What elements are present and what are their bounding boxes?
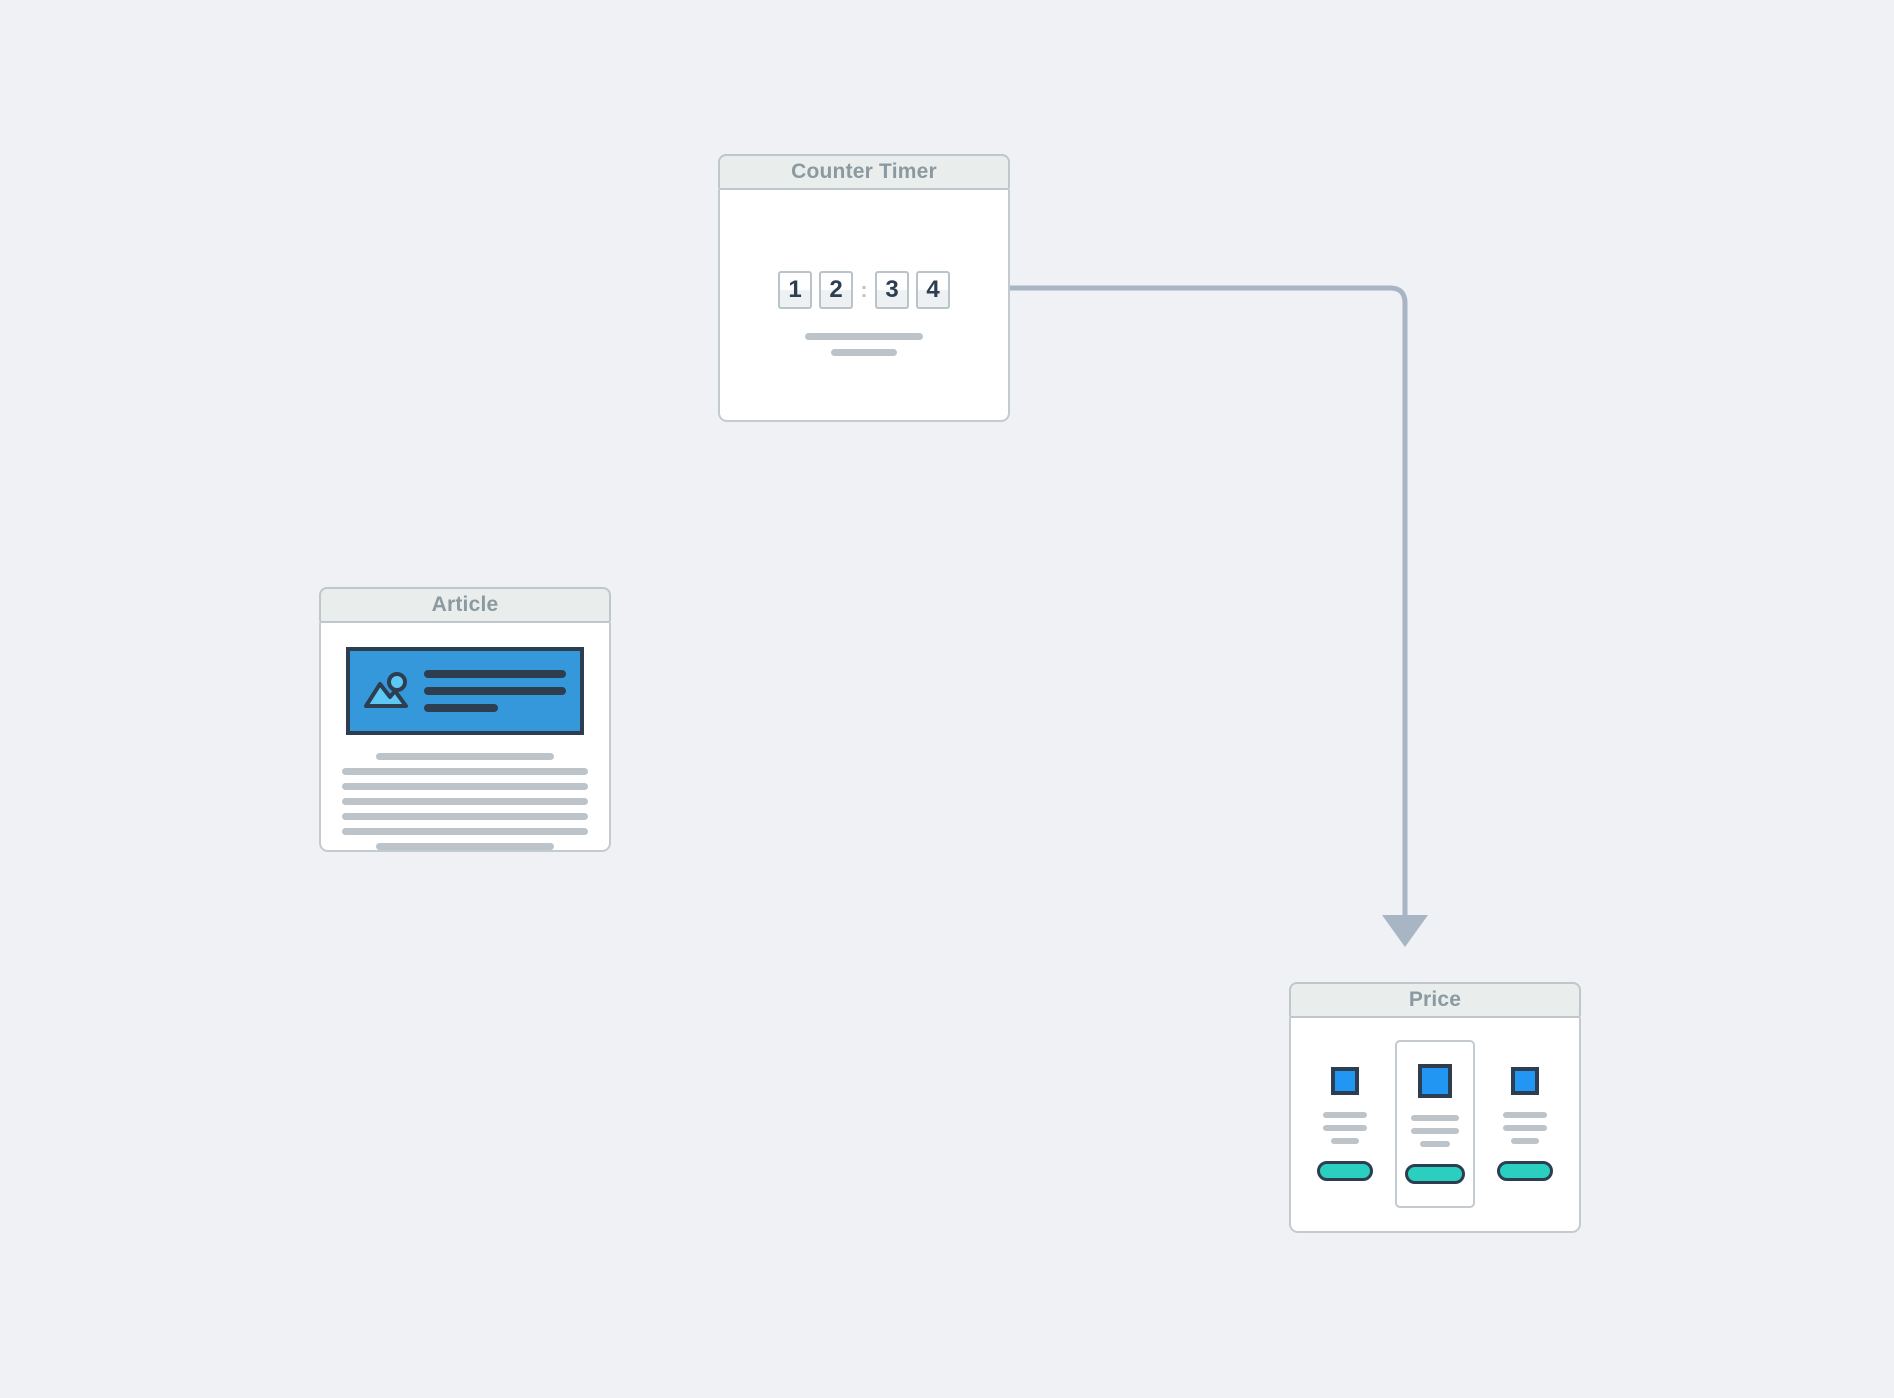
square-icon [1331,1067,1359,1095]
node-counter-timer-title: Counter Timer [791,160,937,183]
arrowhead-down-icon [1382,915,1428,947]
counter-digit-1: 1 [778,271,812,309]
counter-digit-3: 3 [875,271,909,309]
price-detail-lines [1309,1112,1381,1144]
price-line-2 [1411,1128,1459,1134]
price-cta-button[interactable] [1405,1164,1465,1184]
counter-digit-row: 1 2 : 3 4 [778,271,950,309]
price-column-basic[interactable] [1309,1057,1381,1191]
counter-separator: : [860,278,868,302]
counter-caption-line-1 [805,333,923,340]
price-line-3 [1510,1138,1540,1144]
node-article[interactable]: Article [319,587,611,852]
article-banner-lines [424,670,580,712]
article-banner-line-1 [424,670,566,678]
price-line-1 [1411,1115,1459,1121]
article-line-1 [376,753,554,760]
image-placeholder-icon [350,651,424,731]
article-line-3 [342,783,588,790]
price-cta-button[interactable] [1317,1161,1373,1181]
counter-digit-4: 4 [916,271,950,309]
price-line-1 [1322,1112,1368,1118]
article-text-placeholder [342,753,588,850]
price-detail-lines [1489,1112,1561,1144]
node-counter-timer[interactable]: Counter Timer 1 2 : 3 4 [718,154,1010,422]
article-banner [346,647,584,735]
price-line-2 [1322,1125,1368,1131]
price-line-3 [1419,1141,1451,1147]
price-line-1 [1502,1112,1548,1118]
node-counter-timer-header[interactable]: Counter Timer [718,154,1010,190]
price-column-featured[interactable] [1395,1040,1475,1208]
price-line-3 [1330,1138,1360,1144]
counter-caption-placeholder [805,333,923,356]
node-price[interactable]: Price [1289,982,1581,1233]
node-article-body [319,620,611,852]
price-cta-button[interactable] [1497,1161,1553,1181]
node-price-title: Price [1408,988,1462,1011]
square-icon [1418,1064,1452,1098]
counter-timer-preview: 1 2 : 3 4 [720,271,1008,356]
node-price-header[interactable]: Price [1289,982,1581,1018]
article-line-2 [342,768,588,775]
counter-digit-2: 2 [819,271,853,309]
article-line-4 [342,798,588,805]
price-detail-lines [1397,1115,1473,1147]
article-line-5 [342,813,588,820]
connector-counter-timer-to-price [1008,285,1408,916]
node-article-header[interactable]: Article [319,587,611,623]
price-column-pro[interactable] [1489,1057,1561,1191]
price-columns [1291,1017,1579,1231]
node-price-body [1289,1015,1581,1233]
article-line-7 [376,843,554,850]
article-banner-line-2 [424,687,566,695]
article-line-6 [342,828,588,835]
counter-caption-line-2 [831,349,897,356]
square-icon [1511,1067,1539,1095]
node-article-title: Article [431,593,499,616]
article-banner-line-3 [424,704,498,712]
node-counter-timer-body: 1 2 : 3 4 [718,187,1010,422]
price-line-2 [1502,1125,1548,1131]
